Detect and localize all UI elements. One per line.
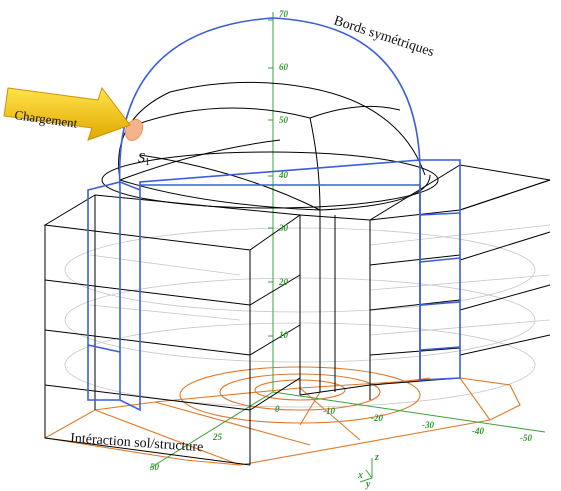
axis-label-z: z [374,452,379,463]
tick-z-70: 70 [279,9,289,19]
tick-x-0: 0 [275,404,280,414]
tick-y-25: 25 [212,432,223,442]
axis-label-y: y [365,479,371,490]
point-label: S1 [138,151,150,168]
symmetric-edges [87,17,461,412]
tick-z-20: 20 [278,277,289,287]
right-building-block [369,164,551,400]
left-building-block [43,194,302,466]
edges-label: Bords symétriques [332,14,436,61]
tick-x-50: -50 [520,433,532,443]
tick-z-60: 60 [279,62,289,72]
load-arrow-icon [3,86,131,141]
tick-x-30: -30 [422,420,434,430]
axis-label-x: x [357,470,363,481]
axis-triad [359,458,373,483]
tick-z-40: 40 [278,170,289,180]
interaction-label: Intéraction sol/structure [70,431,204,455]
coordinate-axes [149,12,546,469]
tick-x-10: -10 [323,406,335,416]
y-axis-ticks: 25 50 [150,432,223,472]
tick-z-10: 10 [279,330,289,340]
soil-foundation [43,366,521,466]
tick-x-20: -20 [371,413,383,423]
tick-y-50: 50 [150,462,160,472]
tick-z-50: 50 [279,115,289,125]
dome [101,81,439,211]
vertical-axis-ticks: 70 60 50 40 30 20 10 [278,9,289,340]
x-axis-ticks: 0 -10 -20 -30 -40 -50 [275,404,532,443]
tick-z-30: 30 [278,223,289,233]
tick-x-40: -40 [472,426,484,436]
middle-frame [299,210,461,396]
